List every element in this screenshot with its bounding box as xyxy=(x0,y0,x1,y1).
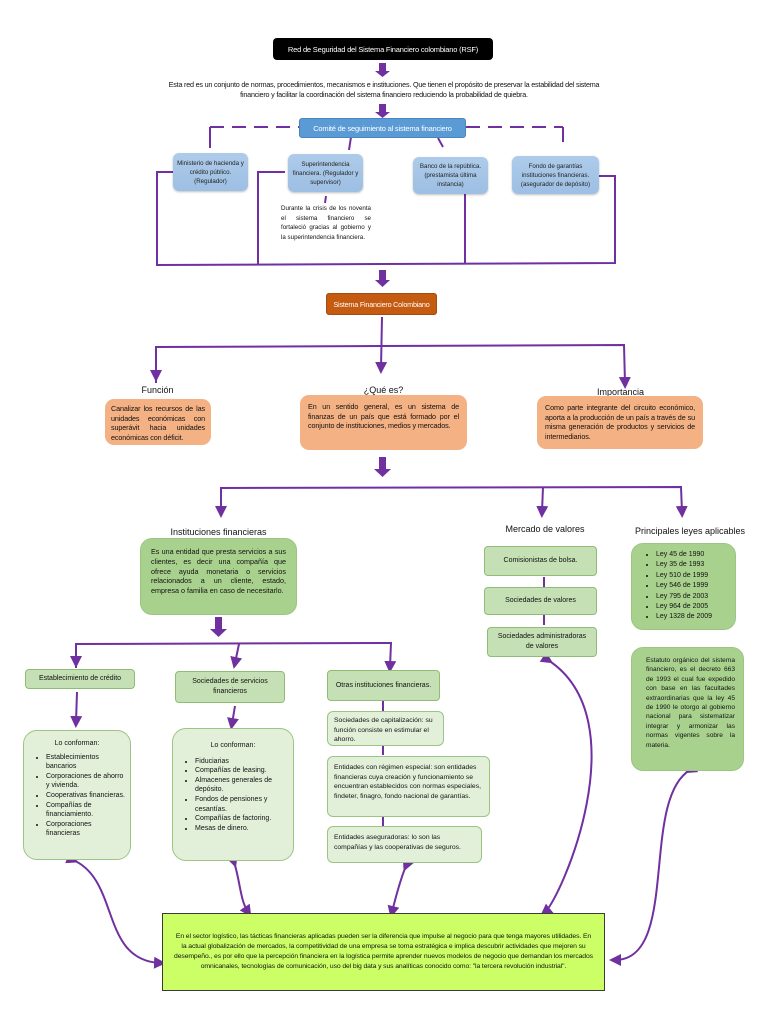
statute-box: Estatuto orgánico del sistema financiero… xyxy=(631,647,744,771)
law-item: Ley 510 de 1999 xyxy=(656,571,731,581)
institutions-heading: Instituciones financieras xyxy=(170,527,267,537)
member-superintendencia: Superintendencia financiera. (Regulador … xyxy=(288,154,363,192)
list-item: Corporaciones de ahorro y vivienda. xyxy=(46,772,126,791)
group-establecimiento-credito: Establecimiento de crédito xyxy=(25,669,135,689)
market-heading: Mercado de valores xyxy=(505,524,585,534)
intro-text: Esta red es un conjunto de normas, proce… xyxy=(168,80,600,99)
market-item-comisionistas: Comisionistas de bolsa. xyxy=(484,546,597,576)
otras-entry-regimen-especial: Entidades con régimen especial: son enti… xyxy=(327,756,490,817)
list-item: Compañías de leasing. xyxy=(195,766,289,776)
laws-heading: Principales leyes aplicables xyxy=(634,526,746,536)
laws-box: Ley 45 de 1990 Ley 35 de 1993 Ley 510 de… xyxy=(631,543,736,630)
list-item: Mesas de dinero. xyxy=(195,824,289,834)
group-otras-instituciones: Otras instituciones financieras. xyxy=(327,670,440,701)
market-item-sociedades-valores: Sociedades de valores xyxy=(484,587,597,615)
law-item: Ley 795 de 2003 xyxy=(656,592,731,602)
market-item-administradoras: Sociedades administradoras de valores xyxy=(487,627,597,657)
member-fondo-garantias: Fondo de garantías instituciones financi… xyxy=(512,156,599,194)
law-item: Ley 964 de 2005 xyxy=(656,602,731,612)
conclusion-box: En el sector logístico, las tácticas fin… xyxy=(162,913,605,991)
list-item: Almacenes generales de depósito. xyxy=(195,776,289,795)
aspect-heading-funcion: Función xyxy=(141,385,174,395)
list-item: Compañías de financiamiento. xyxy=(46,801,126,820)
main-title: Red de Seguridad del Sistema Financiero … xyxy=(273,38,493,60)
otras-entry-aseguradoras: Entidades aseguradoras: lo son las compa… xyxy=(327,826,482,863)
aspect-heading-que-es: ¿Qué es? xyxy=(363,385,404,395)
member-ministerio: Ministerio de hacienda y crédito público… xyxy=(173,153,248,191)
aspect-heading-importancia: Importancia xyxy=(596,387,645,397)
system-box: Sistema Financiero Colombiano xyxy=(326,293,437,315)
aspect-importancia: Como parte integrante del circuito econó… xyxy=(537,396,703,449)
aspect-funcion: Canalizar los recursos de las unidades e… xyxy=(105,399,211,445)
list-title: Lo conforman: xyxy=(210,742,256,749)
committee-box: Comité de seguimiento al sistema financi… xyxy=(299,118,466,138)
laws-list: Ley 45 de 1990 Ley 35 de 1993 Ley 510 de… xyxy=(638,550,731,623)
law-item: Ley 35 de 1993 xyxy=(656,560,731,570)
law-item: Ley 45 de 1990 xyxy=(656,550,731,560)
list-item: Fondos de pensiones y cesantías. xyxy=(195,795,289,814)
law-item: Ley 546 de 1999 xyxy=(656,581,731,591)
aspect-que-es: En un sentido general, es un sistema de … xyxy=(300,395,467,450)
credito-list-box: Lo conforman: Establecimientos bancarios… xyxy=(23,730,131,860)
otras-entry-capitalizacion: Sociedades de capitalización: su función… xyxy=(327,711,444,746)
list-item: Fiduciarias xyxy=(195,757,289,767)
list-item: Establecimientos bancarios xyxy=(46,753,126,772)
servicios-list: Fiduciarias Compañías de leasing. Almace… xyxy=(177,757,289,834)
list-item: Compañías de factoring. xyxy=(195,814,289,824)
group-servicios-financieros: Sociedades de servicios financieros xyxy=(175,671,285,703)
list-item: Cooperativas financieras. xyxy=(46,791,126,801)
crisis-note: Durante la crisis de los noventa el sist… xyxy=(281,205,371,241)
servicios-list-box: Lo conforman: Fiduciarias Compañías de l… xyxy=(172,728,294,861)
member-banco-republica: Banco de la república. (prestamista últi… xyxy=(413,157,488,194)
law-item: Ley 1328 de 2009 xyxy=(656,612,731,622)
credito-list: Establecimientos bancarios Corporaciones… xyxy=(28,753,126,839)
institutions-description: Es una entidad que presta servicios a su… xyxy=(140,538,297,615)
list-title: Lo conforman: xyxy=(54,740,100,747)
list-item: Corporaciones financieras xyxy=(46,820,126,839)
